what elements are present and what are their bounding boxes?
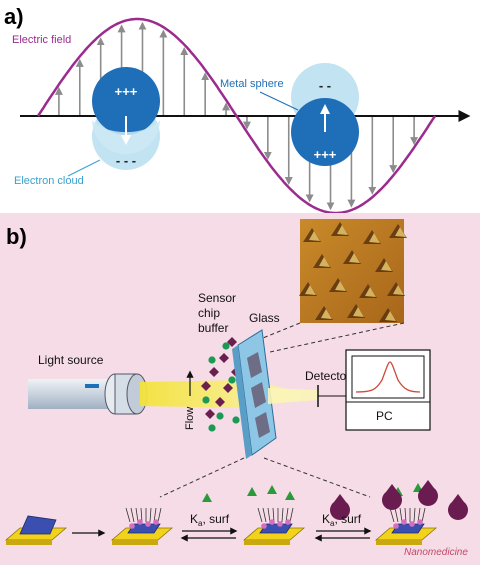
panel-b-letter: b) — [6, 224, 27, 249]
svg-text:Ka, surf: Ka, surf — [190, 512, 230, 528]
spr-curve — [355, 361, 421, 393]
binding-sequence — [4, 480, 469, 545]
glass-label: Glass — [249, 311, 280, 325]
surface-ligand — [277, 521, 283, 527]
flow-label: Flow — [184, 407, 196, 430]
electron-cloud-label: Electron cloud — [14, 175, 84, 187]
analyte-diamond — [223, 383, 233, 393]
surface-ligand — [417, 519, 423, 525]
surface-ligand — [145, 521, 151, 527]
journal-label: Nanomedicine — [404, 547, 468, 558]
kinetic-label-1: Ka, surf — [180, 512, 238, 542]
analyte-diamond — [205, 409, 215, 419]
surface-ligand — [401, 519, 407, 525]
analyte-diamond — [201, 381, 211, 391]
left-bottom-charge: - - - — [116, 153, 136, 168]
surface-ligand — [269, 519, 275, 525]
electric-field-label: Electric field — [12, 34, 71, 46]
detector-label: Detector — [305, 369, 350, 383]
receptor-pacman — [382, 484, 403, 510]
binding-triangle — [247, 487, 257, 496]
reflected-beam — [268, 388, 318, 404]
binding-triangle — [285, 491, 295, 500]
light-source-label: Light source — [38, 353, 104, 367]
buffer-particles — [201, 337, 241, 432]
left-sphere: +++ - - - — [92, 67, 160, 170]
panel-a-letter: a) — [4, 4, 24, 29]
surface-ligand — [153, 519, 159, 525]
pc-monitor — [345, 349, 431, 431]
analyte-dot — [228, 376, 236, 384]
electric-field-curve — [36, 17, 437, 215]
receptor-pacman — [448, 494, 469, 521]
analyte-dot — [222, 342, 230, 350]
sensor-label-line2: chip — [198, 306, 220, 320]
analyte-dot — [208, 356, 216, 364]
surface-ligand — [129, 523, 135, 529]
binding-triangle — [267, 485, 277, 494]
right-sphere: - - +++ — [291, 63, 359, 166]
panel-b: b) Light source Flow — [0, 213, 480, 565]
analyte-dot — [216, 412, 224, 420]
receptor-pacman — [418, 480, 439, 506]
analyte-diamond — [215, 397, 225, 407]
surface-ligand — [137, 519, 143, 525]
metal-sphere-label: Metal sphere — [220, 78, 284, 90]
sensor-label-line3: buffer — [198, 321, 228, 335]
panel-a: a) +++ - - - - - +++ Electric field Meta… — [4, 4, 471, 215]
nanoparticle-chip — [19, 515, 57, 535]
analyte-dot — [202, 396, 210, 404]
analyte-diamond — [227, 337, 237, 347]
afm-image — [299, 219, 407, 323]
light-source — [28, 373, 148, 415]
metal-sphere-left — [92, 67, 160, 135]
binding-triangle — [202, 493, 212, 502]
surface-ligand — [285, 519, 291, 525]
pc-label: PC — [376, 409, 393, 423]
sensor-chip-glass — [232, 329, 277, 459]
analyte-dot — [208, 424, 216, 432]
right-bottom-charge: +++ — [314, 147, 337, 162]
analyte-diamond — [209, 367, 219, 377]
surface-ligand — [261, 523, 267, 529]
receptor-pacman — [330, 494, 350, 520]
right-top-charge: - - — [319, 78, 331, 93]
analyte-diamond — [219, 353, 229, 363]
kinetic-label-2: Ka, surf — [314, 512, 372, 542]
surface-ligand — [409, 521, 415, 527]
left-top-charge: +++ — [115, 84, 138, 99]
sensor-label-line1: Sensor — [198, 291, 236, 305]
analyte-dot — [232, 416, 240, 424]
svg-text:Ka, surf: Ka, surf — [322, 512, 362, 528]
surface-ligand — [393, 523, 399, 529]
